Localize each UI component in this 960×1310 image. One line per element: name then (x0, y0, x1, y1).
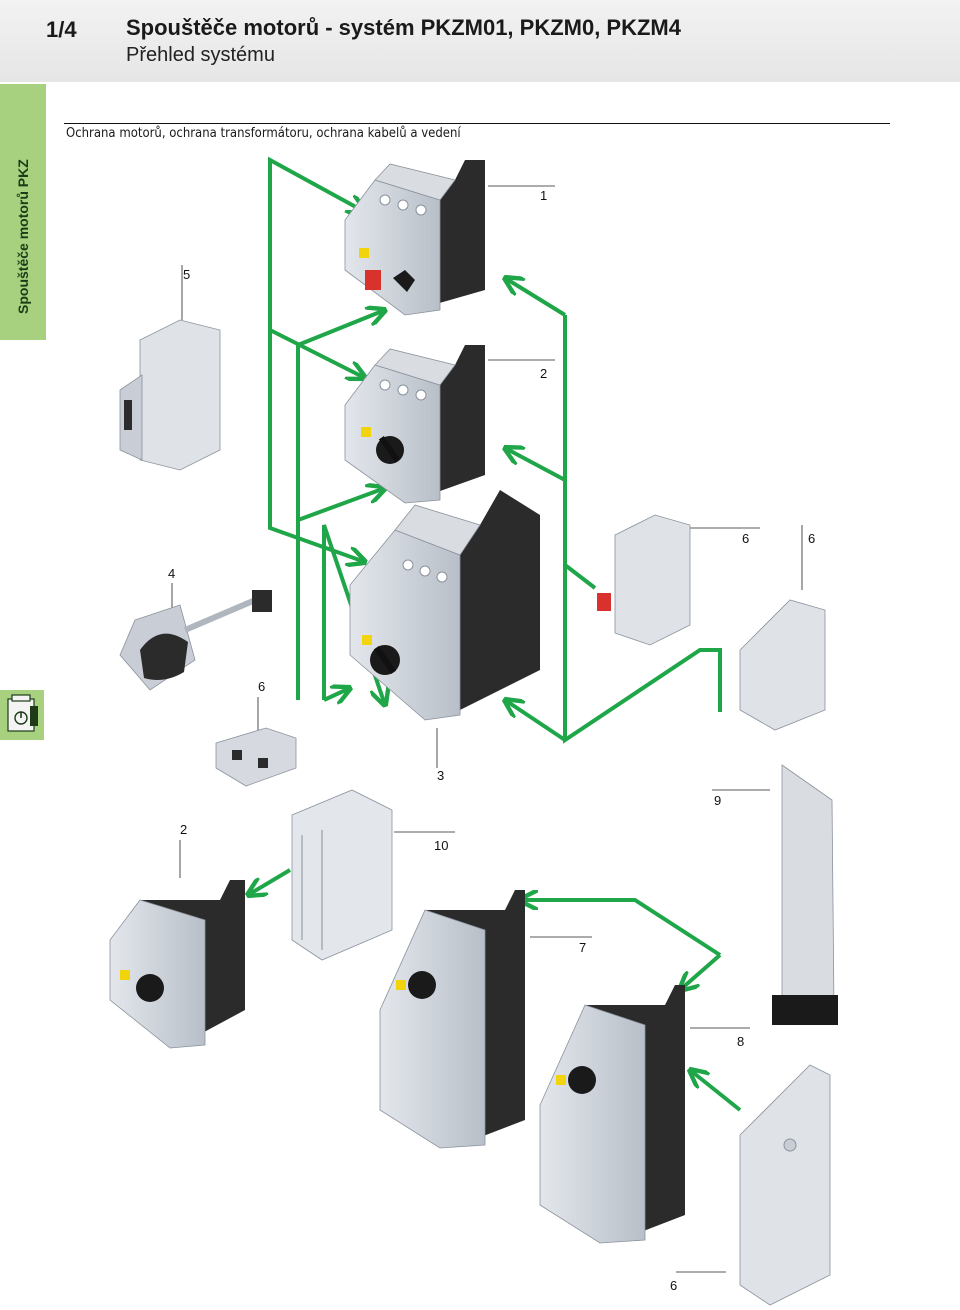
auxiliary-module-6b (739, 599, 826, 731)
section-rule (64, 123, 890, 124)
page-title: Spouštěče motorů - systém PKZM01, PKZM0,… (126, 15, 681, 40)
page-number: 1/4 (46, 17, 77, 42)
callout-2: 2 (540, 366, 548, 381)
arrow-9-to-7 (520, 900, 722, 957)
auxiliary-module-6a (597, 514, 691, 646)
arrow-10-to-2 (248, 868, 292, 895)
connection-arrows (248, 156, 742, 1112)
callout-4: 4 (168, 566, 176, 581)
motor-starter-combination-7 (379, 890, 525, 1149)
callout-1: 1 (540, 188, 548, 203)
callout-2b: 2 (180, 822, 188, 837)
callout-10: 10 (434, 838, 449, 853)
page-header: 1/4 Spouštěče motorů - systém PKZM01, PK… (0, 0, 960, 82)
auxiliary-module-6c (739, 1064, 831, 1306)
arrow-5-to-1 (268, 156, 365, 505)
arrow-6s-line (563, 315, 597, 590)
door-coupling-handle-4 (119, 590, 272, 691)
motor-starter-pkzm01 (344, 160, 485, 316)
terminal-bridge-6 (215, 727, 297, 787)
arrow-6b-to-8 (690, 1070, 742, 1112)
callout-3: 3 (437, 768, 445, 783)
motor-starter-combination-8 (539, 985, 685, 1244)
arrow-6s-to-3 (505, 700, 567, 742)
callout-9: 9 (714, 793, 722, 808)
arrow-6s-to-1 (505, 278, 567, 317)
callout-6c: 6 (258, 679, 266, 694)
auxiliary-contact-5 (119, 319, 221, 471)
callout-7: 7 (579, 940, 587, 955)
arrow-5-to-2 (269, 328, 365, 378)
arrow-4-to-2 (296, 310, 385, 520)
arrow-6-to-3b (323, 688, 350, 700)
motor-starter-pkzm0 (344, 345, 485, 504)
motor-starter-icon (0, 690, 44, 740)
mounting-plate-9 (772, 764, 838, 1025)
callout-6a: 6 (742, 531, 750, 546)
section-heading: Ochrana motorů, ochrana transformátoru, … (66, 126, 461, 141)
arrow-4-to-3 (296, 488, 385, 700)
arrow-6s-line-b (563, 565, 722, 744)
callout-8: 8 (737, 1034, 745, 1049)
busbar-adapter-10 (291, 789, 393, 961)
callout-6d: 6 (670, 1278, 678, 1293)
arrow-6s-to-2 (505, 448, 566, 482)
motor-starter-pkzm4 (349, 490, 540, 721)
motor-starter-pkzm0-lower (109, 880, 245, 1049)
chapter-side-tab[interactable]: Spouštěče motorů PKZ (0, 84, 46, 340)
callout-leaders (171, 185, 803, 1273)
page-subtitle: Přehled systému (126, 44, 275, 66)
callout-5: 5 (183, 267, 191, 282)
callout-6b: 6 (808, 531, 816, 546)
arrow-9-to-8 (680, 953, 722, 990)
